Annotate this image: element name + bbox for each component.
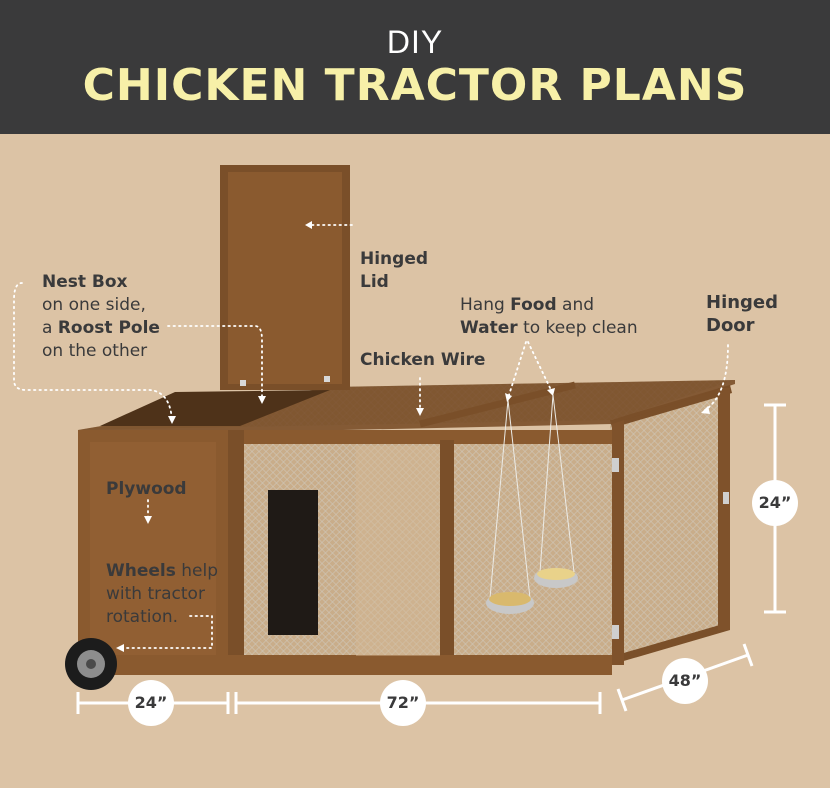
- chicken-wire-label: Chicken Wire: [360, 350, 486, 370]
- hinged-lid-label: Hinged Lid: [360, 249, 429, 292]
- front-mid-post-top: [440, 440, 454, 662]
- front-bottom-beam: [78, 655, 612, 675]
- dimension-badge-width: 48”: [662, 658, 708, 704]
- right-side-mesh: [610, 385, 730, 665]
- dimension-badge-depth: 24”: [128, 680, 174, 726]
- lid-hinge: [240, 380, 246, 386]
- hinge: [723, 492, 729, 504]
- front-left-post: [228, 430, 244, 675]
- header-title: CHICKEN TRACTOR PLANS: [82, 60, 748, 111]
- back-right-post: [718, 388, 730, 630]
- nest-box-label: Nest Box on one side, a Roost Pole on th…: [42, 272, 160, 361]
- nest-door-opening: [268, 490, 318, 635]
- hinge: [612, 458, 619, 472]
- header-banner: DIY CHICKEN TRACTOR PLANS: [0, 0, 830, 134]
- plywood-inset: [90, 442, 216, 667]
- dimension-badge-height: 24”: [752, 480, 798, 526]
- dimension-badge-length: 72”: [380, 680, 426, 726]
- header-kicker: DIY: [386, 24, 444, 60]
- interior-shade: [356, 446, 440, 656]
- right-top-rail: [610, 385, 732, 428]
- leader-arrowheads: [116, 221, 710, 652]
- right-bottom-rail: [610, 622, 730, 665]
- hinge: [612, 625, 619, 639]
- plywood-label: Plywood: [106, 479, 187, 499]
- lid-hinge: [324, 376, 330, 382]
- front-right-post: [612, 420, 624, 665]
- wheels-label: Wheels help with tractor rotation.: [106, 561, 219, 627]
- hinged-door-label: Hinged Door: [706, 292, 779, 336]
- hang-food-label: Hang Food and Water to keep clean: [460, 295, 638, 338]
- hinged-lid-face: [228, 172, 342, 384]
- nest-box-opening: [100, 390, 330, 426]
